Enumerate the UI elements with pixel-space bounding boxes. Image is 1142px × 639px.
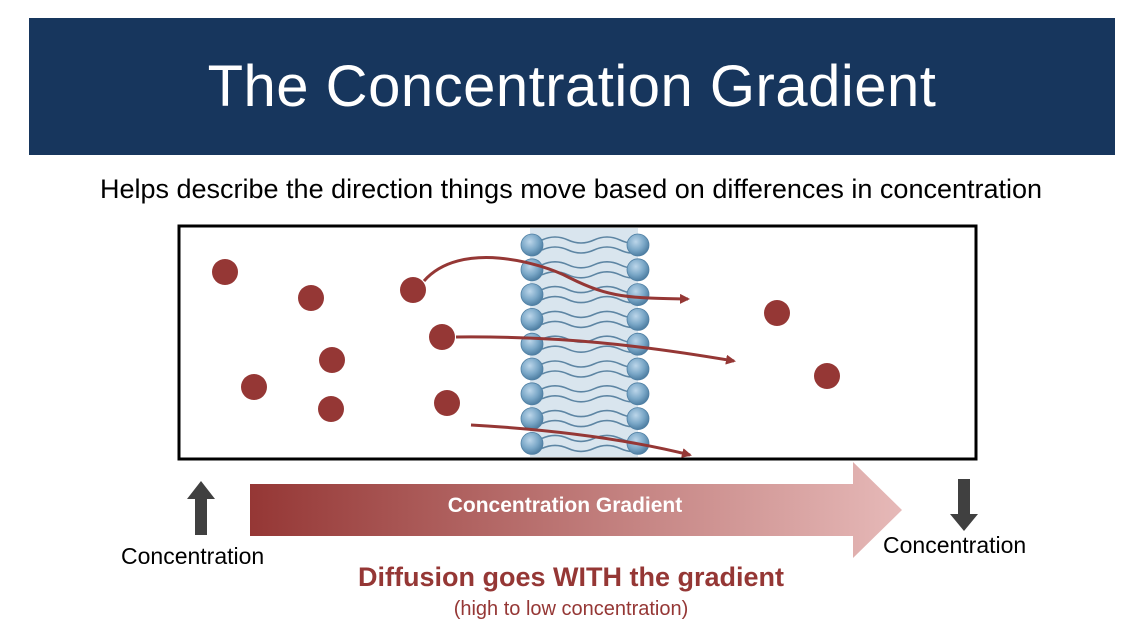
phospholipid-head bbox=[627, 308, 649, 330]
molecule bbox=[814, 363, 840, 389]
phospholipid-head bbox=[627, 284, 649, 306]
molecule bbox=[319, 347, 345, 373]
molecule bbox=[400, 277, 426, 303]
gradient-arrow-label: Concentration Gradient bbox=[250, 494, 880, 518]
molecule bbox=[212, 259, 238, 285]
molecule bbox=[241, 374, 267, 400]
phospholipid-head bbox=[521, 432, 543, 454]
up-arrow-icon bbox=[187, 481, 215, 535]
diffusion-statement-detail: (high to low concentration) bbox=[0, 598, 1142, 621]
molecule bbox=[434, 390, 460, 416]
low-concentration-label: Concentration bbox=[883, 532, 1026, 559]
molecule bbox=[764, 300, 790, 326]
molecule bbox=[429, 324, 455, 350]
phospholipid-head bbox=[521, 284, 543, 306]
phospholipid-head bbox=[627, 259, 649, 281]
phospholipid-head bbox=[627, 234, 649, 256]
phospholipid-head bbox=[521, 234, 543, 256]
molecule bbox=[318, 396, 344, 422]
phospholipid-head bbox=[521, 408, 543, 430]
molecule bbox=[298, 285, 324, 311]
phospholipid-head bbox=[627, 333, 649, 355]
down-arrow-icon bbox=[950, 479, 978, 531]
phospholipid-head bbox=[627, 383, 649, 405]
phospholipid-head bbox=[521, 383, 543, 405]
phospholipid-head bbox=[521, 308, 543, 330]
diffusion-statement: Diffusion goes WITH the gradient bbox=[0, 562, 1142, 593]
phospholipid-head bbox=[627, 358, 649, 380]
phospholipid-head bbox=[521, 358, 543, 380]
phospholipid-head bbox=[627, 408, 649, 430]
